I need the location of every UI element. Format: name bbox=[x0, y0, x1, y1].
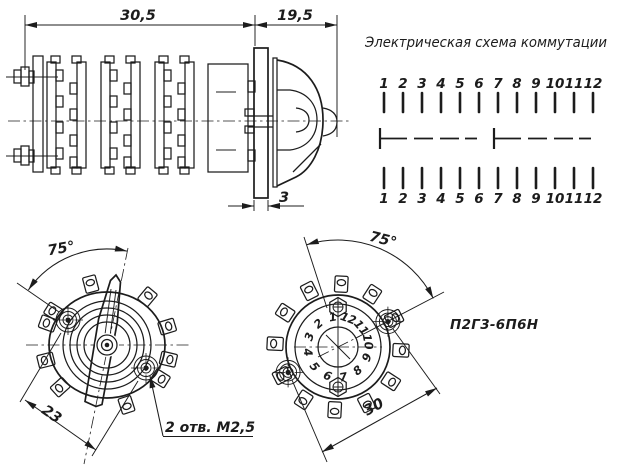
contact-number-bottom: 9 bbox=[531, 191, 540, 207]
center-hub bbox=[95, 333, 119, 357]
dial-number: 9 bbox=[359, 351, 375, 363]
terminal-lug bbox=[327, 401, 343, 419]
terminal-lug bbox=[274, 302, 296, 323]
terminal-lug bbox=[392, 342, 410, 358]
dimension-body-length: 30,5 bbox=[24, 8, 256, 70]
contact-number-bottom: 2 bbox=[398, 191, 407, 207]
dim-body-length-value: 30,5 bbox=[120, 8, 156, 24]
contact-number-bottom: 3 bbox=[417, 191, 426, 207]
terminal-lug bbox=[137, 286, 158, 308]
terminal-lug bbox=[82, 274, 100, 294]
terminal-lug bbox=[150, 368, 171, 389]
dimension-knob-length: 19,5 bbox=[255, 8, 338, 137]
knob bbox=[272, 57, 338, 188]
terminal-lug bbox=[157, 317, 178, 336]
terminal-lug bbox=[362, 283, 383, 305]
contact-number-bottom: 7 bbox=[493, 191, 503, 207]
dimension-panel-thickness: 3 bbox=[228, 190, 304, 211]
dial-number: 3 bbox=[301, 330, 317, 342]
contact-number-bottom: 6 bbox=[474, 191, 483, 207]
terminal-lug bbox=[117, 395, 136, 415]
contact-number-top: 7 bbox=[493, 76, 503, 92]
dial-number: 7 bbox=[338, 369, 348, 384]
contact-number-bottom: 1 bbox=[379, 191, 388, 207]
mounting-hole bbox=[53, 305, 83, 335]
contact-number-bottom: 8 bbox=[512, 191, 521, 207]
dim-knob-length-value: 19,5 bbox=[277, 8, 313, 24]
rear-angle-value: 75° bbox=[368, 229, 398, 251]
contact-number-top: 1 bbox=[379, 76, 388, 92]
contact-number-top: 3 bbox=[417, 76, 426, 92]
terminal-lug bbox=[380, 371, 402, 392]
mounting-panel bbox=[253, 47, 269, 199]
terminal-lug bbox=[49, 377, 71, 398]
terminal-lug bbox=[333, 275, 349, 293]
mounting-hole bbox=[131, 353, 161, 383]
rear-hole-span-value: 30 bbox=[361, 396, 386, 420]
contact-number-top: 5 bbox=[455, 76, 464, 92]
terminal-lug bbox=[299, 280, 319, 302]
schema-title: Электрическая схема коммутации bbox=[364, 35, 607, 51]
holes-note-text: 2 отв. М2,5 bbox=[165, 420, 255, 436]
front-view-drawing: 75° 23 2 отв. М2,5 bbox=[16, 239, 255, 465]
contact-number-top: 12 bbox=[584, 76, 603, 92]
dim-panel-thickness-value: 3 bbox=[279, 190, 289, 206]
contact-number-bottom: 5 bbox=[455, 191, 464, 207]
dial-number: 4 bbox=[300, 346, 315, 357]
wafer-stack bbox=[46, 55, 195, 175]
dial-number: 1 bbox=[328, 309, 338, 324]
terminal-lug bbox=[293, 389, 314, 411]
side-view-drawing: 30,5 19,5 bbox=[6, 8, 350, 211]
contact-number-top: 4 bbox=[435, 76, 445, 92]
contact-number-top: 11 bbox=[565, 76, 584, 92]
contact-number-top: 10 bbox=[546, 76, 565, 92]
dial-number: 8 bbox=[350, 362, 365, 378]
front-plate bbox=[32, 55, 44, 173]
model-label: П2Г3-6П6Н bbox=[450, 317, 539, 333]
dial-number: 12 bbox=[338, 309, 358, 328]
rear-housing bbox=[207, 63, 256, 173]
terminal-lug bbox=[36, 351, 56, 369]
contact-number-top: 8 bbox=[512, 76, 521, 92]
contact-number-top: 2 bbox=[398, 76, 407, 92]
dial-number: 5 bbox=[307, 359, 323, 374]
front-hole-span-dimension: 23 bbox=[19, 332, 139, 457]
dial-number: 10 bbox=[360, 333, 377, 351]
terminal-lug bbox=[158, 350, 178, 368]
contact-number-bottom: 12 bbox=[584, 191, 603, 207]
stop-screw-nut bbox=[329, 296, 347, 318]
rear-angle-dimension: 75° bbox=[303, 229, 445, 339]
contact-number-top: 9 bbox=[531, 76, 540, 92]
front-mounting-holes bbox=[53, 305, 161, 383]
mounting-hole bbox=[273, 357, 304, 388]
contact-number-bottom: 4 bbox=[435, 191, 445, 207]
front-angle-value: 75° bbox=[46, 239, 76, 260]
holes-note-callout: 2 отв. М2,5 bbox=[149, 375, 255, 438]
contact-number-bottom: 11 bbox=[565, 191, 584, 207]
shaft bbox=[248, 115, 273, 128]
front-angle-dimension: 75° bbox=[16, 239, 128, 313]
mounting-studs bbox=[6, 66, 58, 166]
dial-number: 2 bbox=[311, 316, 326, 332]
front-hole-span-value: 23 bbox=[38, 402, 64, 427]
terminal-lug bbox=[266, 336, 284, 352]
contact-number-top: 6 bbox=[474, 76, 483, 92]
contact-number-bottom: 10 bbox=[546, 191, 565, 207]
